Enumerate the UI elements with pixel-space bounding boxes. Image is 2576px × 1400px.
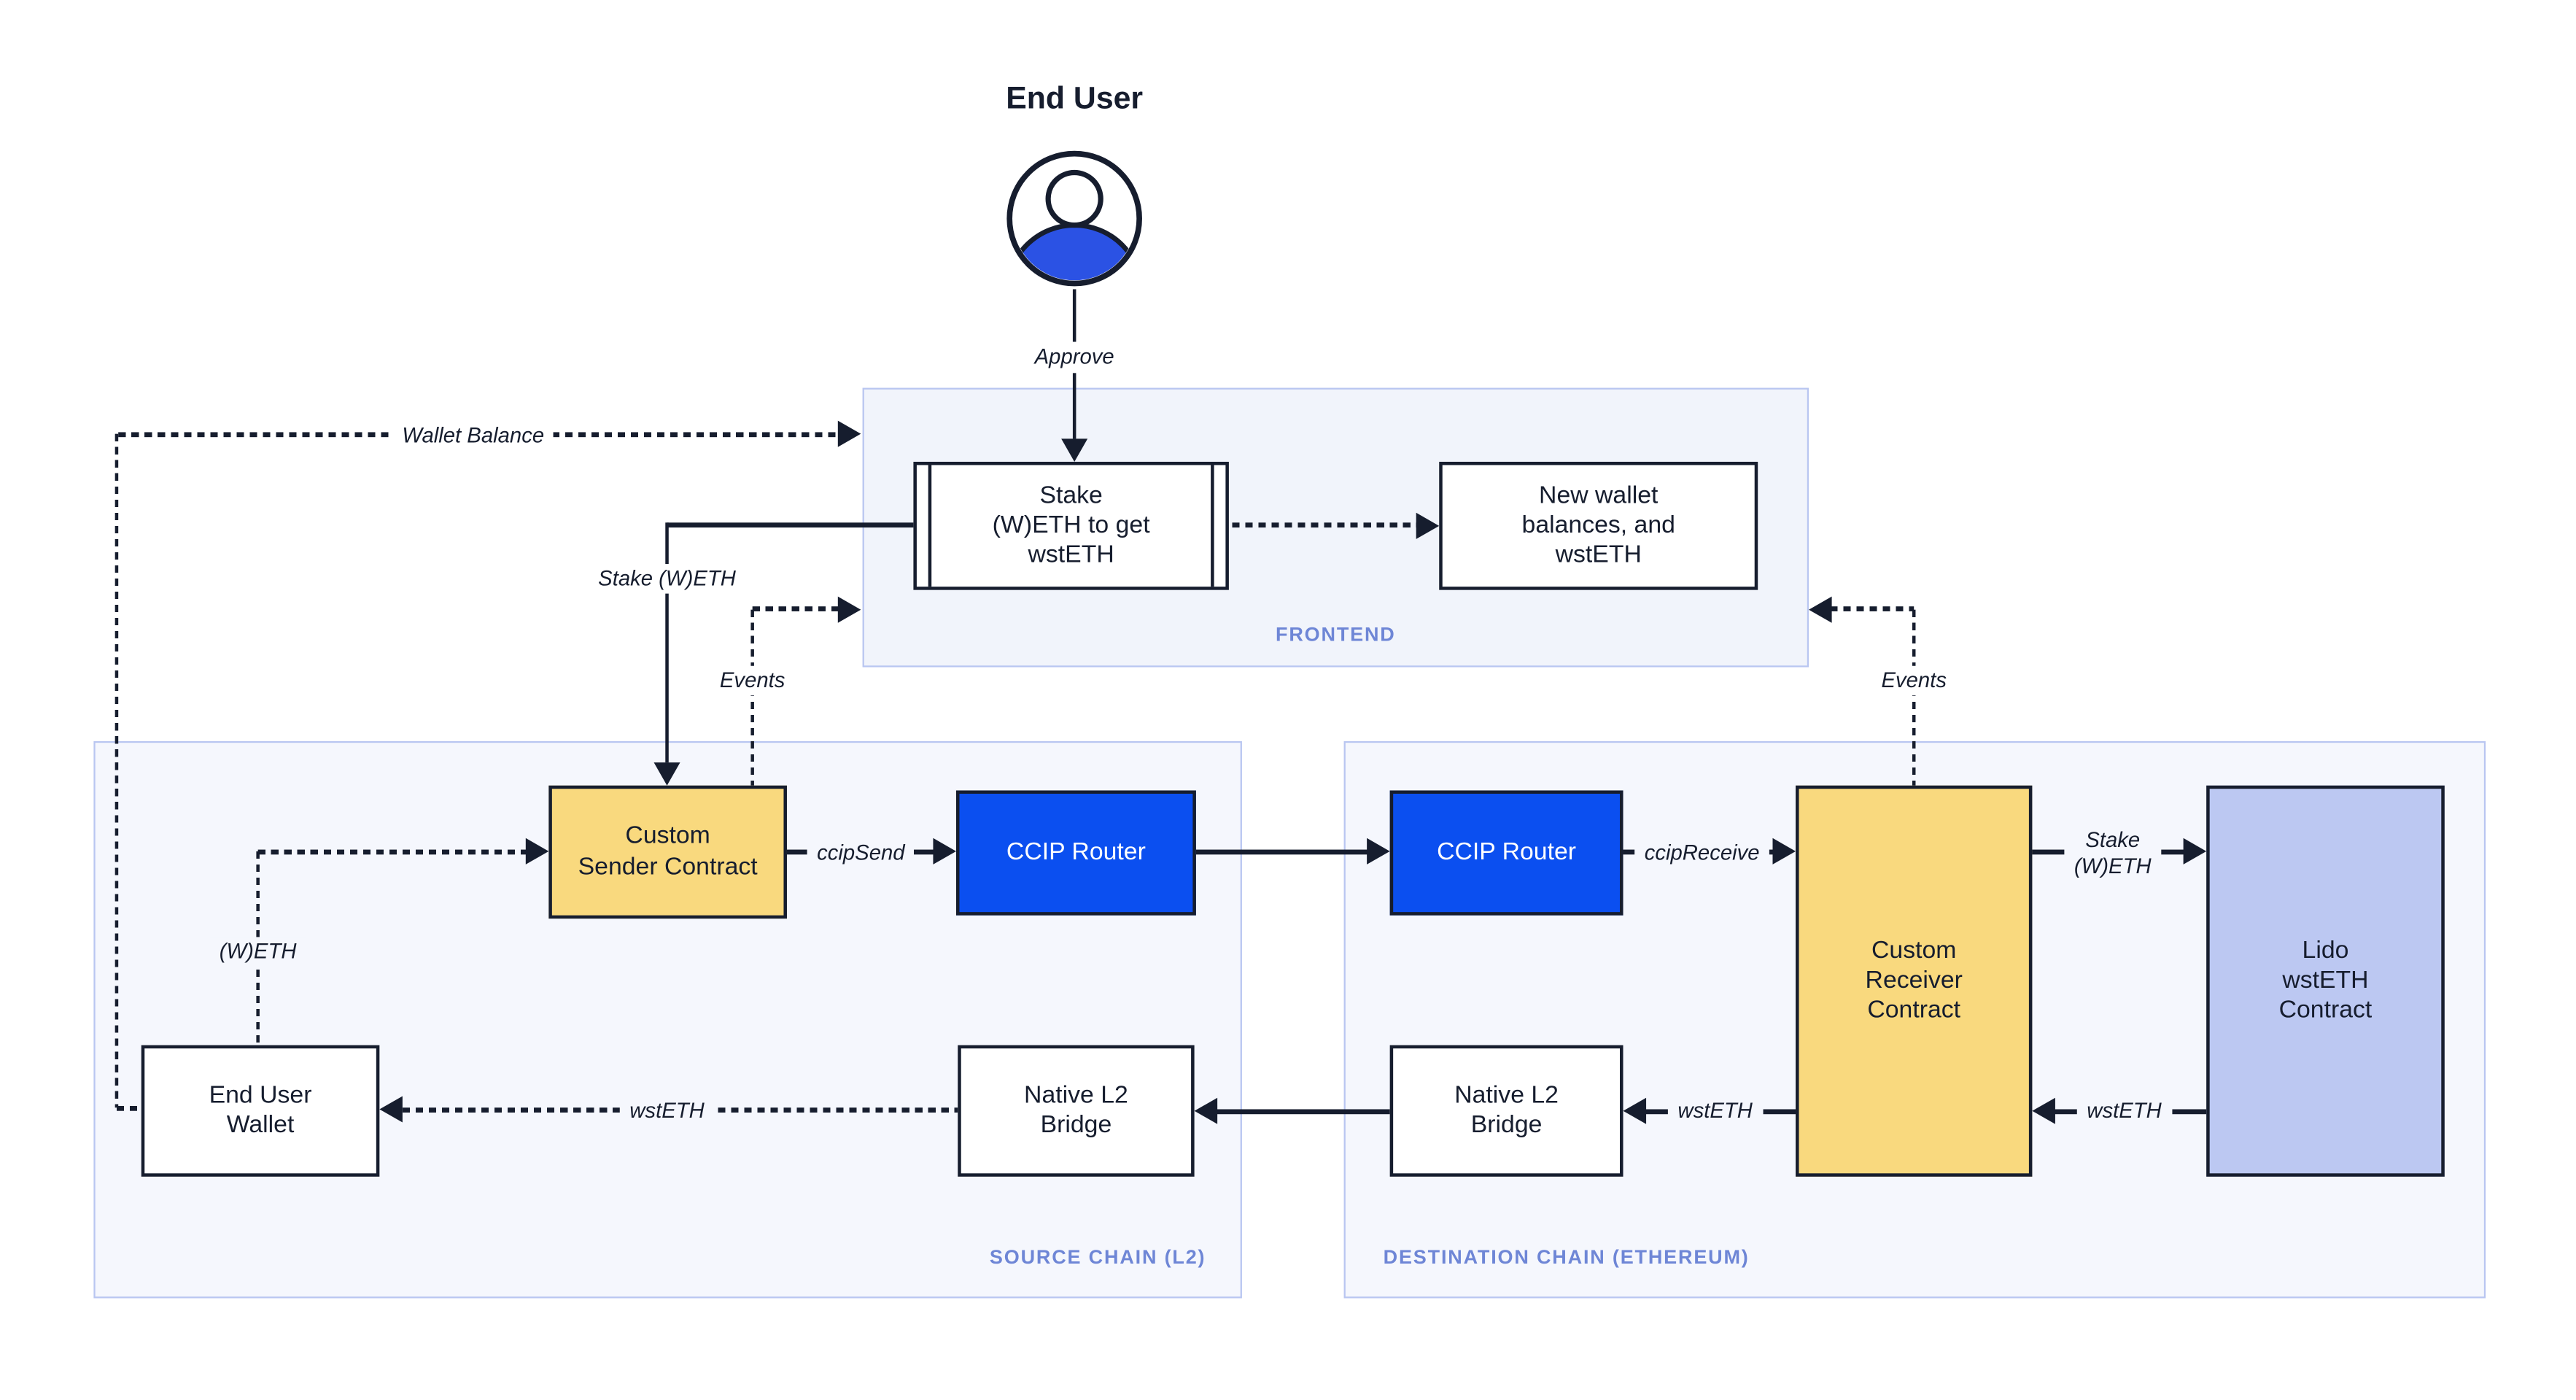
native-l2-bridge-source-box: Native L2 Bridge (958, 1045, 1195, 1177)
stake-subroutine-box: Stake (W)ETH to get wstETH (913, 461, 1229, 590)
weth-arrowhead-icon (525, 838, 549, 865)
stake-box-text: Stake (W)ETH to get wstETH (992, 480, 1150, 569)
ccipreceive-label: ccipReceive (1634, 838, 1770, 867)
weth-label: (W)ETH (209, 937, 307, 967)
end-user-title: End User (1006, 82, 1144, 117)
wallet-balance-arrowhead-icon (837, 420, 861, 447)
wsteth-wallet-arrowhead-icon (379, 1096, 403, 1123)
approve-connector-lower (1072, 373, 1076, 439)
ccip-router-source-box: CCIP Router (955, 790, 1196, 916)
bridge-to-bridge-arrowhead-icon (1194, 1097, 1218, 1124)
stake-weth-dest-arrowhead-icon (2183, 838, 2207, 865)
wallet-balance-label: Wallet Balance (392, 421, 554, 450)
custom-sender-text: Custom Sender Contract (578, 821, 758, 881)
approve-connector-upper (1072, 289, 1076, 342)
events-right-label: Events (1871, 665, 1957, 695)
end-user-wallet-box: End User Wallet (141, 1045, 380, 1177)
ccip-router-destination-text: CCIP Router (1437, 838, 1577, 866)
frontend-label: FRONTEND (1276, 622, 1396, 646)
events-left-connector-vertical (750, 609, 755, 786)
events-right-arrowhead-icon (1809, 595, 1832, 622)
wsteth-receiver-label: wstETH (1667, 1096, 1763, 1126)
wsteth-lido-label: wstETH (2076, 1096, 2172, 1126)
router-to-router-connector (1195, 850, 1370, 854)
subroutine-bar-left (928, 465, 932, 587)
person-icon (1006, 150, 1142, 287)
ccipreceive-arrowhead-icon (1772, 838, 1796, 865)
events-right-connector-horizontal (1830, 607, 1914, 611)
subroutine-bar-right (1210, 465, 1214, 587)
native-l2-bridge-destination-box: Native L2 Bridge (1389, 1045, 1623, 1177)
ccipsend-arrowhead-icon (933, 838, 956, 865)
weth-connector-horizontal (257, 850, 529, 854)
lido-wsteth-contract-box: Lido wstETH Contract (2206, 785, 2445, 1177)
ccip-router-destination-box: CCIP Router (1389, 790, 1623, 916)
ccipsend-label: ccipSend (807, 838, 915, 867)
new-wallet-box-text: New wallet balances, and wstETH (1521, 480, 1675, 569)
end-user-icon (1004, 148, 1145, 298)
lido-wsteth-text: Lido wstETH Contract (2278, 935, 2373, 1024)
stake-weth-dest-label: Stake (W)ETH (2064, 825, 2162, 881)
ccip-router-source-text: CCIP Router (1006, 838, 1146, 866)
wallet-balance-connector-vertical (115, 433, 119, 1108)
new-wallet-balances-box: New wallet balances, and wstETH (1439, 461, 1758, 590)
router-to-router-arrowhead-icon (1367, 838, 1390, 865)
bridge-to-bridge-connector (1215, 1110, 1390, 1114)
stake-weth-label: Stake (W)ETH (588, 564, 746, 593)
stake-weth-arrowhead-icon (653, 762, 680, 786)
stake-to-balances-connector (1232, 523, 1418, 527)
custom-receiver-text: Custom Receiver Contract (1865, 935, 1963, 1024)
end-user-wallet-text: End User Wallet (209, 1080, 312, 1140)
custom-sender-contract-box: Custom Sender Contract (548, 785, 787, 919)
destination-chain-label: DESTINATION CHAIN (ETHEREUM) (1383, 1245, 1750, 1269)
stake-to-balances-arrowhead-icon (1416, 511, 1440, 538)
events-left-label: Events (710, 665, 795, 695)
wsteth-receiver-arrowhead-icon (1623, 1097, 1647, 1124)
native-l2-bridge-destination-text: Native L2 Bridge (1454, 1080, 1559, 1140)
stake-weth-connector-vertical (665, 523, 669, 764)
events-left-connector-horizontal (752, 607, 840, 611)
wsteth-wallet-label: wstETH (619, 1096, 715, 1126)
wallet-balance-connector-stub (116, 1106, 145, 1110)
approve-arrowhead-icon (1060, 438, 1087, 462)
events-right-connector-vertical (1912, 609, 1916, 786)
source-chain-label: SOURCE CHAIN (L2) (989, 1245, 1206, 1269)
native-l2-bridge-source-text: Native L2 Bridge (1024, 1080, 1128, 1140)
events-left-arrowhead-icon (837, 595, 861, 622)
approve-label: Approve (1025, 341, 1125, 371)
custom-receiver-contract-box: Custom Receiver Contract (1796, 785, 2033, 1177)
wsteth-lido-arrowhead-icon (2032, 1097, 2055, 1124)
stake-weth-connector-horizontal (667, 523, 914, 527)
